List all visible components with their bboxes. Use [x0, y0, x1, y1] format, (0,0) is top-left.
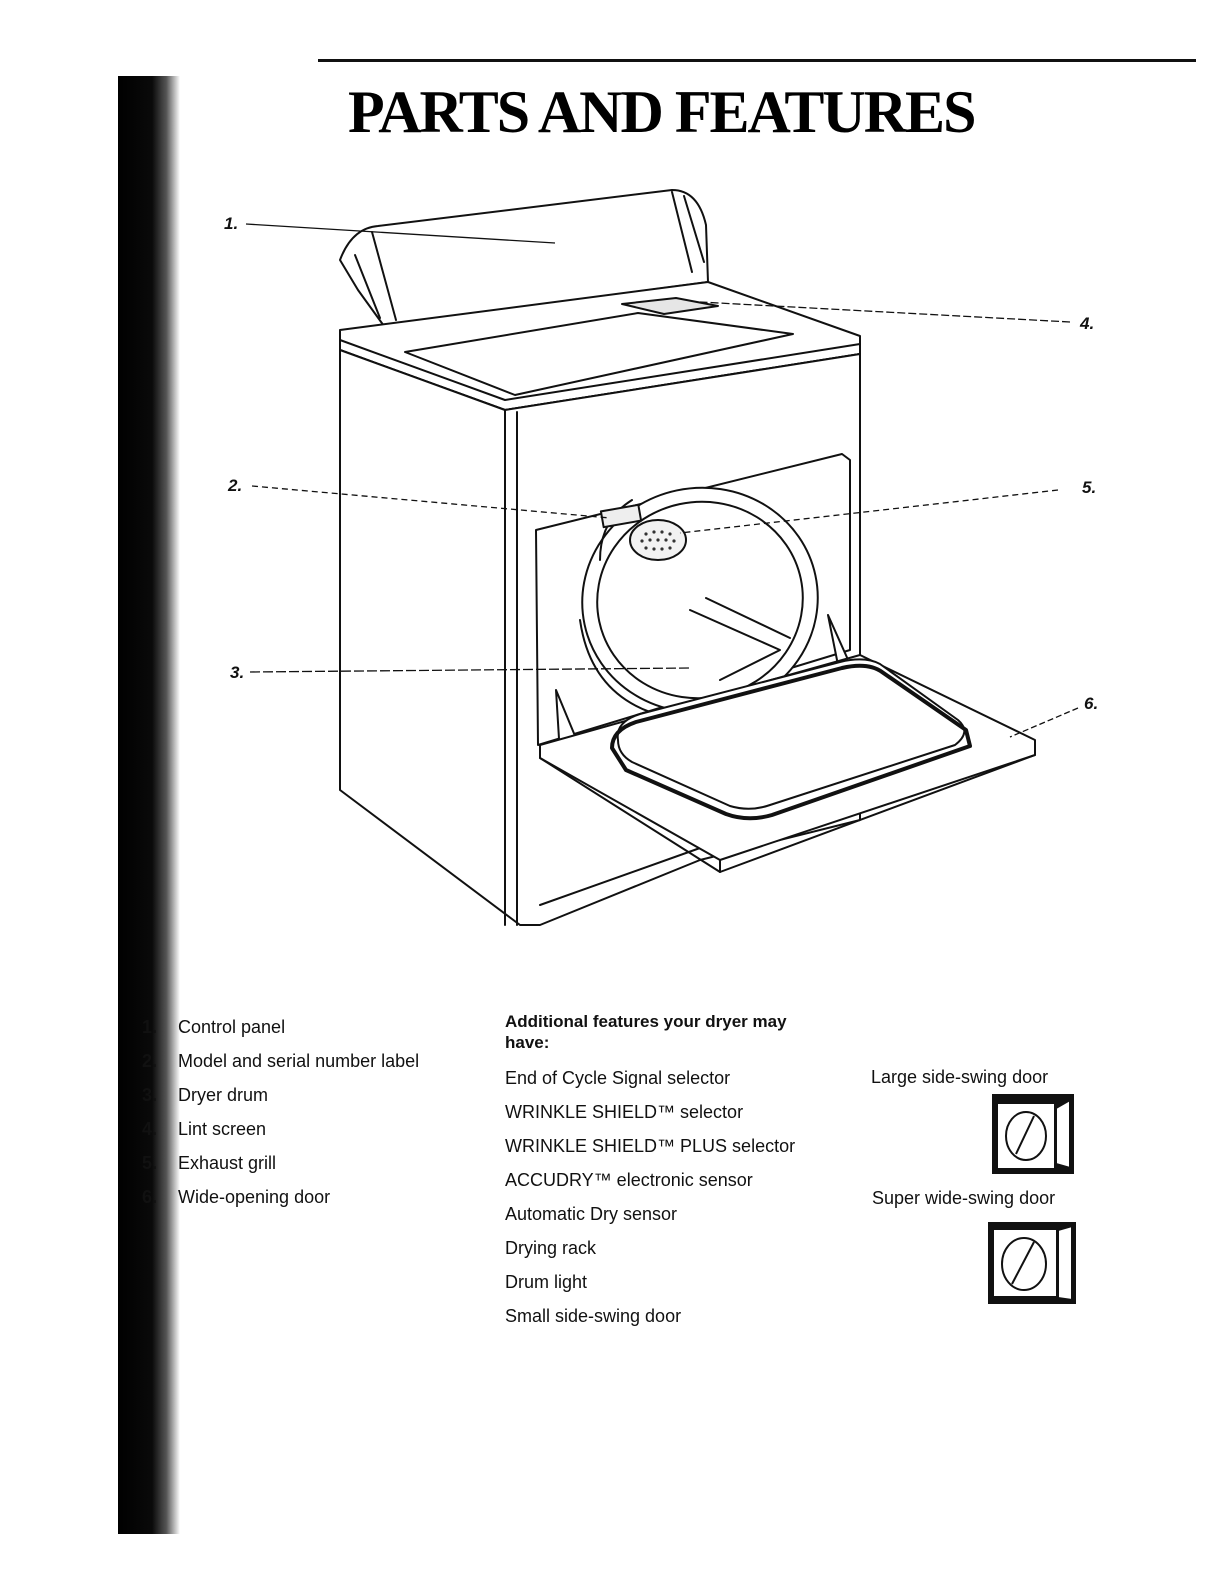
feature-item: Small side-swing door: [505, 1305, 682, 1326]
parts-list-item: 5. Exhaust grill: [142, 1146, 419, 1180]
scanned-binding-edge: [118, 76, 180, 1534]
part-label: Control panel: [178, 1016, 286, 1037]
callout-1: 1.: [224, 214, 239, 233]
super-wide-swing-door-icon: [988, 1222, 1076, 1304]
parts-list-item: 1. Control panel: [142, 1010, 419, 1044]
serial-number-label: [599, 503, 643, 529]
callout-3: 3.: [230, 663, 245, 682]
feature-item: WRINKLE SHIELD™ selector: [505, 1101, 744, 1122]
part-label: Wide-opening door: [178, 1186, 331, 1207]
control-panel: [339, 189, 709, 327]
callout-6: 6.: [1084, 694, 1099, 713]
large-side-swing-door-icon: [992, 1094, 1074, 1174]
feature-item: WRINKLE SHIELD™ PLUS selector: [505, 1135, 796, 1156]
part-label: Model and serial number label: [178, 1050, 420, 1071]
feature-item: Drum light: [505, 1271, 588, 1292]
part-number: 6.: [142, 1186, 158, 1207]
lint-screen: [621, 297, 719, 315]
callout-5: 5.: [1082, 478, 1097, 497]
callout-2: 2.: [228, 476, 243, 495]
part-label: Lint screen: [178, 1118, 267, 1139]
parts-list-item: 6. Wide-opening door: [142, 1180, 419, 1214]
features-list: End of Cycle Signal selector WRINKLE SHI…: [505, 1061, 845, 1333]
part-number: 5.: [142, 1152, 158, 1173]
part-number: 1.: [142, 1016, 158, 1037]
callout-4: 4.: [1080, 314, 1095, 333]
part-label: Dryer drum: [178, 1084, 269, 1105]
feature-item: ACCUDRY™ electronic sensor: [505, 1169, 753, 1190]
part-number: 4.: [142, 1118, 158, 1139]
header-rule: [318, 59, 1196, 62]
feature-item: End of Cycle Signal selector: [505, 1067, 731, 1088]
page-title: PARTS AND FEATURES: [348, 79, 976, 145]
parts-list-item: 3. Dryer drum: [142, 1078, 419, 1112]
parts-list-item: 2. Model and serial number label: [142, 1044, 419, 1078]
additional-features: Additional features your dryer may have:…: [505, 1011, 845, 1333]
part-label: Exhaust grill: [178, 1152, 277, 1173]
parts-list: 1. Control panel 2. Model and serial numbe…: [142, 1010, 419, 1214]
feature-item: Automatic Dry sensor: [505, 1203, 678, 1224]
parts-list-item: 4. Lint screen: [142, 1112, 419, 1146]
features-heading: Additional features your dryer may have:: [505, 1012, 787, 1052]
part-number: 3.: [142, 1084, 158, 1105]
super-door-caption: Super wide-swing door: [872, 1188, 1056, 1208]
large-door-caption: Large side-swing door: [871, 1067, 1049, 1087]
part-number: 2.: [142, 1050, 158, 1071]
feature-item: Drying rack: [505, 1237, 597, 1258]
